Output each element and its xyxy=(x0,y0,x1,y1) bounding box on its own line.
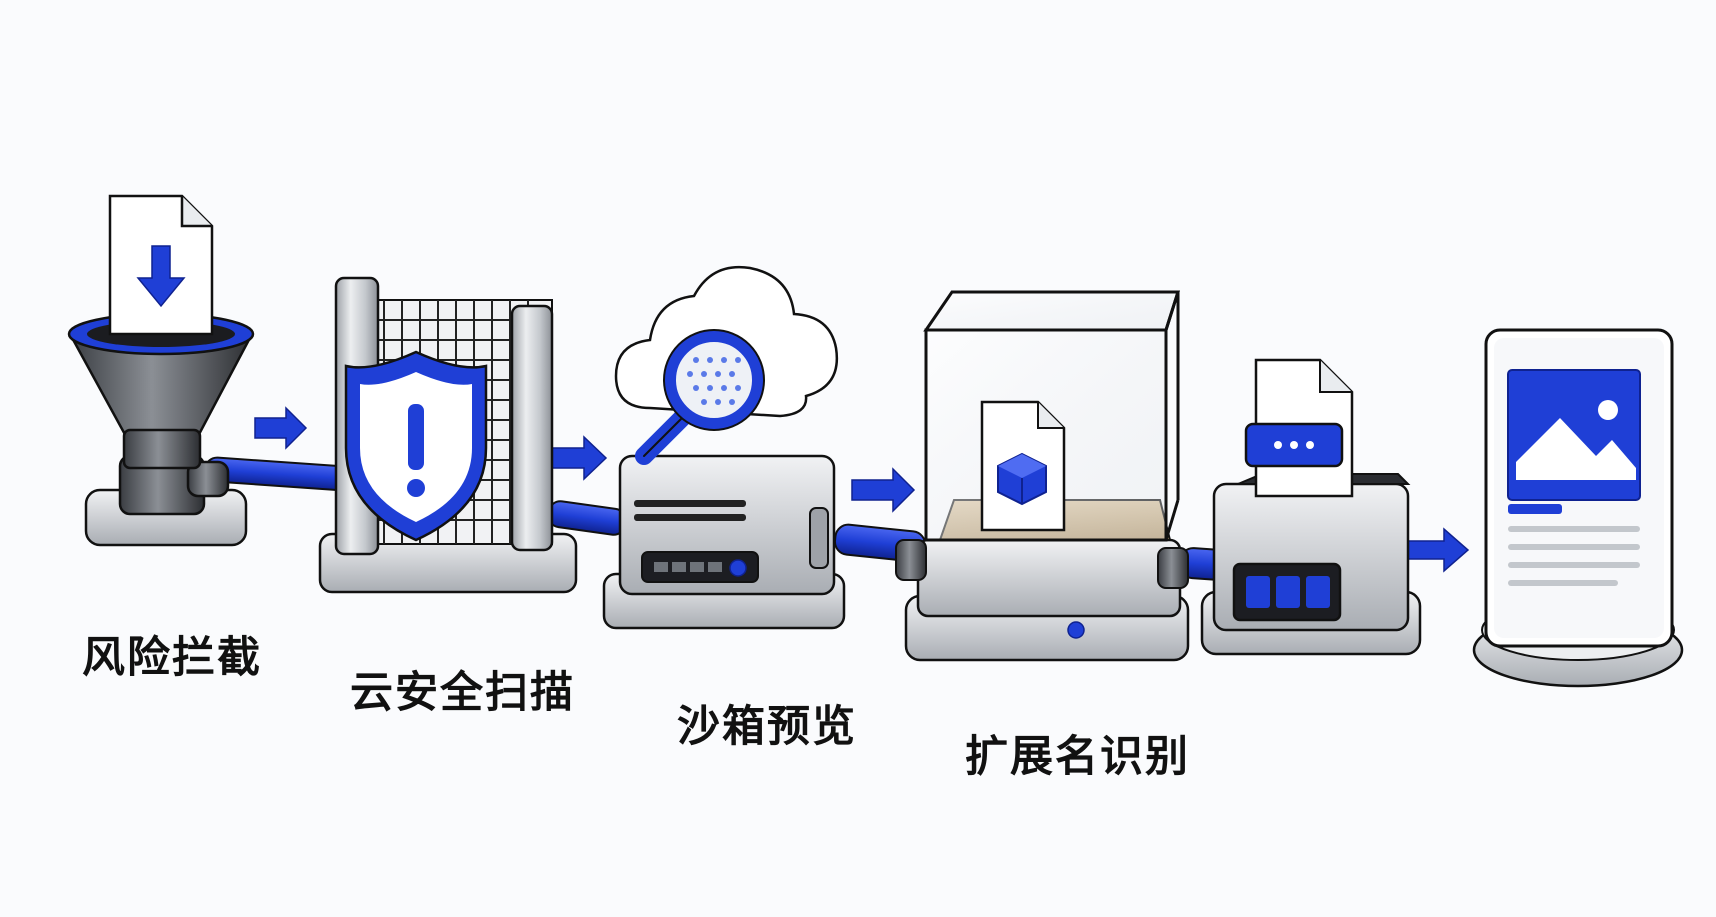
stage-label-extension-recognition: 扩展名识别 xyxy=(965,732,1190,782)
funnel-with-download-file-icon xyxy=(67,194,255,547)
image-icon xyxy=(1507,369,1641,501)
stage-label-sandbox-preview: 沙箱预览 xyxy=(677,702,857,752)
file-with-dots-icon xyxy=(1244,358,1354,498)
download-file-icon xyxy=(108,194,214,336)
stage-label-risk-intercept: 风险拦截 xyxy=(82,633,262,683)
stage-label-cloud-security-scan: 云安全扫描 xyxy=(350,668,575,718)
flow-arrow-3 xyxy=(851,467,916,513)
file-cube-icon xyxy=(980,400,1066,532)
pipe-2 xyxy=(547,500,627,536)
glass-sandbox-file-cube-icon xyxy=(895,290,1190,662)
image-document-display-icon xyxy=(1472,328,1684,688)
file-type-detector-icon xyxy=(1200,358,1422,656)
flow-arrow-1 xyxy=(254,406,308,450)
cloud-magnifier-server-icon xyxy=(602,265,846,630)
shield-alert-icon xyxy=(344,350,488,542)
magnifier-icon xyxy=(635,329,765,465)
shield-with-grid-filter-icon xyxy=(318,276,578,594)
